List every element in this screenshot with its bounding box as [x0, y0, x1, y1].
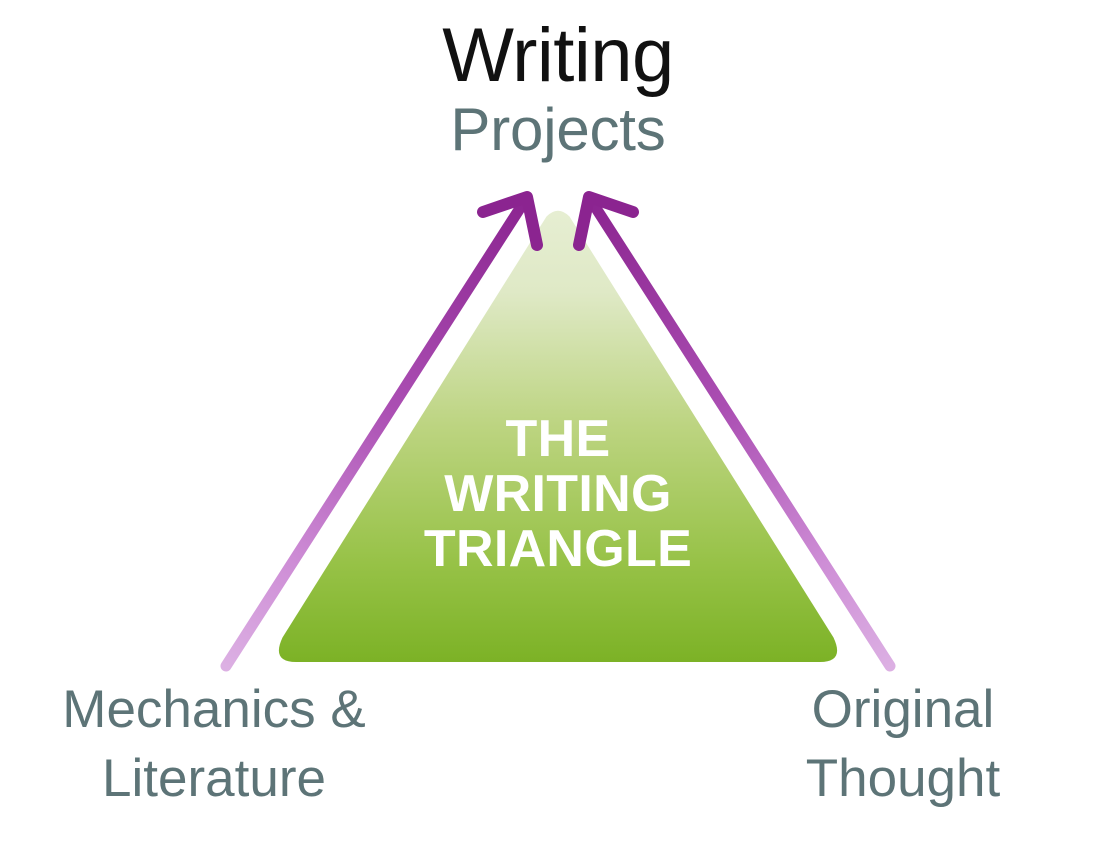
- corner-label-right: Original Thought: [738, 676, 1068, 814]
- triangle-shape: [278, 210, 838, 662]
- corner-label-left-line-1: Mechanics &: [62, 680, 366, 739]
- page-subtitle: Projects: [450, 96, 666, 163]
- corner-label-left: Mechanics & Literature: [14, 676, 414, 814]
- arrow-up-left: [220, 191, 543, 672]
- corner-label-right-line-2: Thought: [805, 748, 1001, 808]
- page-title: Writing: [442, 13, 674, 98]
- corner-label-left-line-2: Literature: [102, 748, 326, 808]
- arrow-up-right: [573, 191, 896, 672]
- corner-label-right-line-1: Original: [811, 680, 995, 739]
- headline-block: Writing Projects: [0, 18, 1116, 160]
